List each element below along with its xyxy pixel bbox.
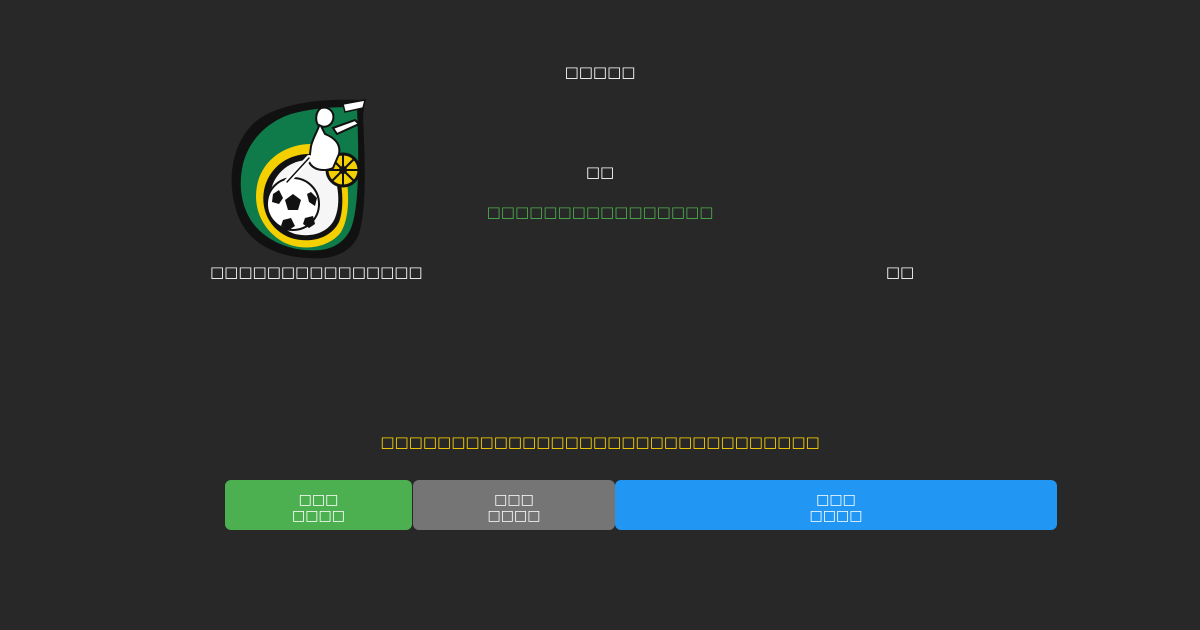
notice-text: □□□□□□□□□□□□□□□□□□□□□□□□□□□□□□□ [380,433,820,451]
away-team-name: □□ [885,263,915,281]
action-button-2[interactable]: □□□ □□□□ [413,480,615,530]
action-button-1-line2: □□□□ [292,508,345,524]
home-team-name: □□□□□□□□□□□□□□□ [210,263,423,281]
league-title: □□□□□ [564,63,636,81]
action-button-1[interactable]: □□□ □□□□ [225,480,412,530]
match-status: □□□□□□□□□□□□□□□□ [486,203,714,221]
action-button-3[interactable]: □□□ □□□□ [615,480,1057,530]
action-button-2-line1: □□□ [494,492,534,508]
home-team-logo [225,98,375,260]
action-button-3-line1: □□□ [816,492,856,508]
action-button-2-line2: □□□□ [487,508,541,524]
match-score: □□ [585,163,615,181]
fortuna-sittard-crest-icon [231,99,367,259]
action-button-1-line1: □□□ [298,492,339,508]
action-button-3-line2: □□□□ [809,508,863,524]
